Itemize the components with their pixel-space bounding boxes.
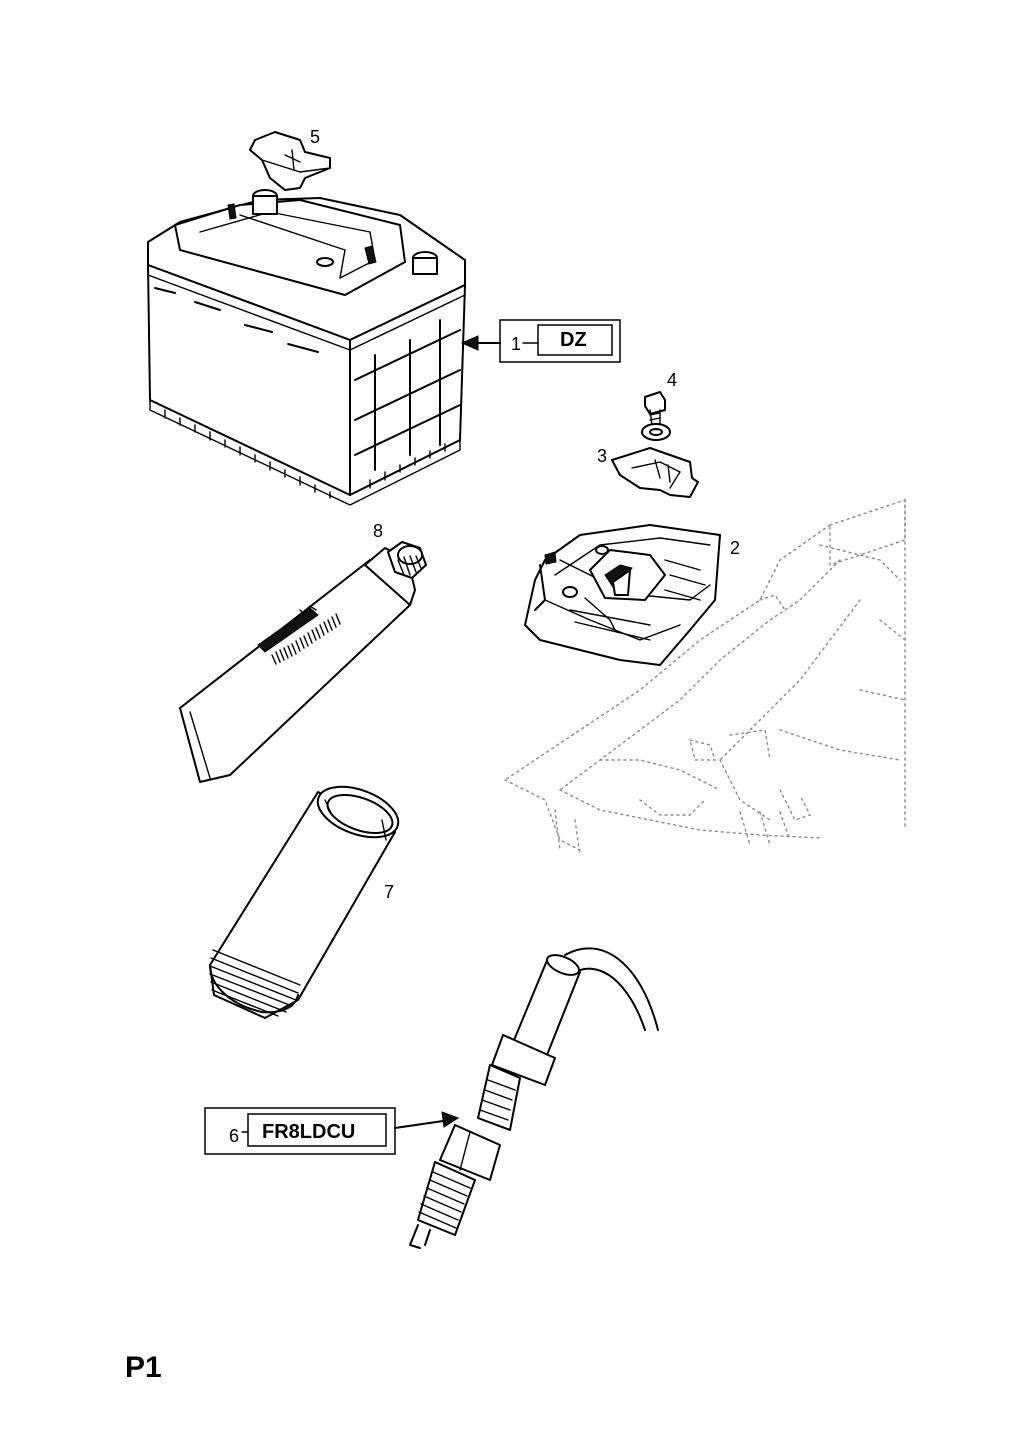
battery-base-ribs [164, 409, 446, 499]
spark-plug-part-6[interactable] [409, 947, 659, 1249]
callout-5: 5 [310, 127, 320, 147]
spark-plug-code-box-inner [247, 1113, 387, 1147]
callout-4: 4 [667, 370, 677, 390]
vehicle-frame-outline [504, 499, 906, 856]
page-code: P1 [125, 1351, 162, 1384]
spark-plug-code-box-outer [204, 1107, 396, 1155]
battery-code-box-inner [537, 324, 613, 356]
clamp-plate-part-3[interactable] [611, 447, 699, 498]
callout-3: 3 [597, 446, 607, 466]
battery-part-1[interactable] [147, 189, 466, 506]
callout-6: 6 [229, 1126, 239, 1146]
tube-barcode [271, 613, 341, 665]
callout-1-group: 1 DZ [460, 319, 621, 363]
callout-8: 8 [373, 521, 383, 541]
grease-tube-part-8[interactable] [179, 541, 427, 783]
socket-tube-part-7[interactable] [209, 777, 405, 1019]
callout-7: 7 [384, 882, 394, 902]
callout-2: 2 [730, 538, 740, 558]
callout-1: 1 [511, 334, 521, 354]
callout-6-group: 6 FR8LDCU [204, 1107, 460, 1155]
bolt-part-4[interactable] [641, 391, 671, 441]
battery-tray-part-2[interactable] [524, 524, 721, 666]
spark-plug-part-code: FR8LDCU [262, 1121, 355, 1143]
battery-bracket-part-5[interactable] [249, 131, 331, 191]
battery-part-code: DZ [560, 329, 587, 351]
battery-code-box-outer [499, 319, 621, 363]
